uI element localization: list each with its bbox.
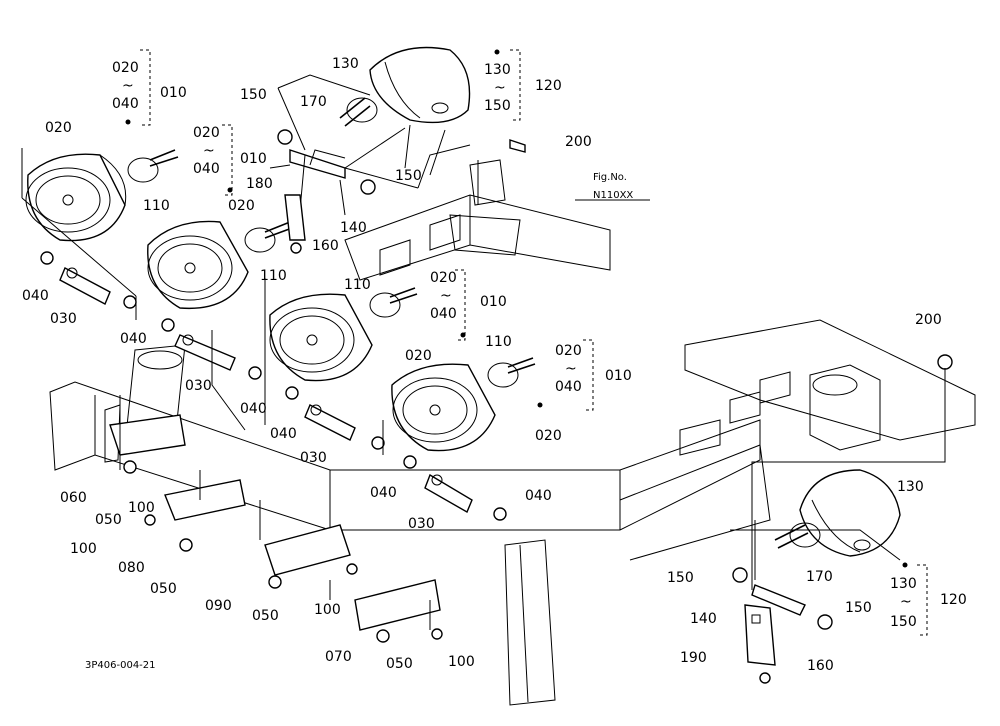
callout-040: 040 [120, 331, 147, 347]
callout-170: 170 [806, 569, 833, 585]
callout-tilde: ~ [900, 594, 912, 610]
callout-040: 040 [370, 485, 397, 501]
callout-050: 050 [252, 608, 279, 624]
callout-110: 110 [143, 198, 170, 214]
marker-dots [125, 49, 908, 568]
callout-050: 050 [386, 656, 413, 672]
group-brackets [140, 49, 928, 636]
callout-030: 030 [300, 450, 327, 466]
callout-180: 180 [246, 176, 273, 192]
headlamp-assy-2 [147, 220, 249, 310]
callout-100: 100 [314, 602, 341, 618]
callout-030: 030 [408, 516, 435, 532]
callout-170: 170 [300, 94, 327, 110]
callout-010: 010 [480, 294, 507, 310]
callout-tilde: ~ [565, 361, 577, 377]
headlamp-assy-3 [269, 293, 373, 382]
callout-160: 160 [312, 238, 339, 254]
callout-150: 150 [845, 600, 872, 616]
callout-020: 020 [228, 198, 255, 214]
callout-050: 050 [95, 512, 122, 528]
callout-100: 100 [448, 654, 475, 670]
callout-160: 160 [807, 658, 834, 674]
callout-130: 130 [484, 62, 511, 78]
callout-020: 020 [405, 348, 432, 364]
callout-190: 190 [680, 650, 707, 666]
headlamp-assy-4 [391, 363, 496, 452]
callout-140: 140 [340, 220, 367, 236]
callout-tilde: ~ [440, 288, 452, 304]
callout-040: 040 [525, 488, 552, 504]
callout-030: 030 [185, 378, 212, 394]
leader-lines [21, 74, 946, 630]
callout-020: 020 [555, 343, 582, 359]
callout-130: 130 [890, 576, 917, 592]
callout-010: 010 [240, 151, 267, 167]
callout-040: 040 [430, 306, 457, 322]
clamps [127, 97, 821, 549]
callout-120: 120 [535, 78, 562, 94]
callout-040: 040 [555, 379, 582, 395]
callout-040: 040 [270, 426, 297, 442]
callout-150: 150 [667, 570, 694, 586]
callout-tilde: ~ [494, 80, 506, 96]
callout-020: 020 [430, 270, 457, 286]
callout-060: 060 [60, 490, 87, 506]
headlamp-assy-1 [25, 153, 127, 242]
callout-100: 100 [128, 500, 155, 516]
callout-110: 110 [485, 334, 512, 350]
callout-030: 030 [50, 311, 77, 327]
work-lamp-top [369, 46, 471, 124]
callout-tilde: ~ [122, 78, 134, 94]
callout-150: 150 [890, 614, 917, 630]
callout-040: 040 [240, 401, 267, 417]
callout-050: 050 [150, 581, 177, 597]
callout-130: 130 [897, 479, 924, 495]
work-lamp-right [799, 469, 901, 557]
callout-090: 090 [205, 598, 232, 614]
callout-110: 110 [344, 277, 371, 293]
callout-120: 120 [940, 592, 967, 608]
callout-tilde: ~ [203, 143, 215, 159]
callout-200: 200 [565, 134, 592, 150]
callout-130: 130 [332, 56, 359, 72]
fig-ref-number: N110XX [593, 190, 633, 201]
callout-070: 070 [325, 649, 352, 665]
callout-100: 100 [70, 541, 97, 557]
drawing-id: 3P406-004-21 [85, 660, 156, 671]
callout-040: 040 [112, 96, 139, 112]
callout-080: 080 [118, 560, 145, 576]
callout-020: 020 [112, 60, 139, 76]
callout-150: 150 [484, 98, 511, 114]
callout-020: 020 [535, 428, 562, 444]
callout-010: 010 [160, 85, 187, 101]
callout-020: 020 [45, 120, 72, 136]
callout-150: 150 [240, 87, 267, 103]
callout-020: 020 [193, 125, 220, 141]
callout-200: 200 [915, 312, 942, 328]
callout-150: 150 [395, 168, 422, 184]
callout-040: 040 [193, 161, 220, 177]
callout-040: 040 [22, 288, 49, 304]
fig-ref-label: Fig.No. [593, 172, 627, 183]
stays [59, 149, 806, 666]
callout-010: 010 [605, 368, 632, 384]
fasteners [40, 129, 953, 684]
callout-110: 110 [260, 268, 287, 284]
callout-140: 140 [690, 611, 717, 627]
